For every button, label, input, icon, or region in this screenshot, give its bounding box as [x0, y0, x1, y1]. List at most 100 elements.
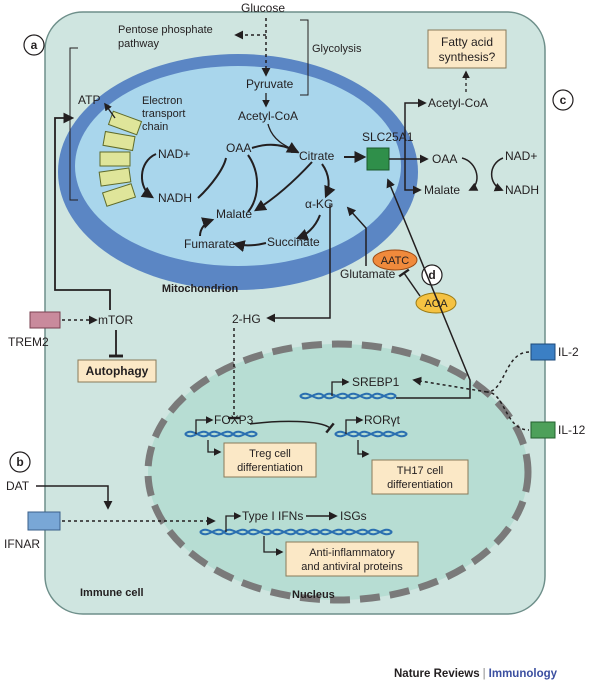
- svg-text:d: d: [428, 268, 435, 282]
- rorgt-dna: [334, 430, 408, 438]
- th17-box: TH17 cell differentiation: [371, 459, 469, 495]
- il2-label: IL-2: [558, 345, 579, 359]
- type1-ifn-label: Type I IFNs: [242, 509, 303, 523]
- panel-c-badge: c: [552, 89, 574, 111]
- foxp3-label: FOXP3: [214, 413, 254, 427]
- journal-section: Immunology: [488, 668, 558, 680]
- oaa-mito-label: OAA: [226, 141, 251, 155]
- two-hg-label: 2-HG: [232, 312, 261, 326]
- trem2-label: TREM2: [8, 335, 49, 349]
- glutamate-to-akg-arrow: [346, 206, 367, 266]
- panel-d-badge: d: [421, 264, 443, 286]
- nadh-cyto-label: NADH: [505, 183, 539, 197]
- il12-receptor: [530, 421, 556, 439]
- bracket-glycolysis: [300, 19, 309, 96]
- etc-label-3: chain: [142, 121, 168, 133]
- to-malate-cyto-arrow: [404, 159, 422, 195]
- citrate-label: Citrate: [299, 149, 335, 163]
- treg-box: Treg cell differentiation: [223, 442, 317, 478]
- svg-text:Anti-inflammatory: Anti-inflammatory: [309, 547, 395, 559]
- journal-credit: Nature Reviews|Immunology: [394, 668, 557, 680]
- glucose-label: Glucose: [241, 1, 285, 15]
- oaa-cyto-label: OAA: [432, 152, 457, 166]
- mtor-to-atp-arrow: [54, 112, 111, 310]
- svg-text:c: c: [560, 93, 567, 107]
- to-acetyl-coa-cyto-arrow: [389, 98, 427, 160]
- etc-label-1: Electron: [142, 95, 182, 107]
- autophagy-box: Autophagy: [77, 359, 157, 383]
- svg-text:TH17 cell: TH17 cell: [397, 465, 443, 477]
- svg-text:b: b: [16, 455, 23, 469]
- svg-text:AOA: AOA: [424, 298, 448, 310]
- oaa-malate-cyto-curve: [461, 157, 479, 191]
- mtor-label: mTOR: [98, 313, 133, 327]
- fumarate-label: Fumarate: [184, 237, 236, 251]
- ifn-to-antiinflam-arrow: [263, 536, 284, 556]
- dat-label: DAT: [6, 479, 30, 493]
- malate-mito-label: Malate: [216, 207, 252, 221]
- journal-name: Nature Reviews: [394, 668, 480, 680]
- akg-label: α-KG: [305, 197, 333, 211]
- slc25a1-transporter: [366, 147, 390, 171]
- il2-receptor: [530, 343, 556, 361]
- foxp3-dna: [184, 430, 258, 438]
- srebp1-promoter-arrow: [331, 378, 350, 396]
- il12-label: IL-12: [558, 423, 586, 437]
- foxp3-promoter-arrow: [195, 416, 214, 434]
- foxp3-inhibits-rorgt: [249, 420, 335, 434]
- svg-text:Autophagy: Autophagy: [86, 364, 149, 378]
- acetyl-coa-cyto-label: Acetyl-CoA: [428, 96, 488, 110]
- bracket-left: [69, 47, 78, 201]
- aoa-inhibits-aatc: [398, 268, 421, 297]
- immune-cell-label: Immune cell: [80, 587, 144, 599]
- tca-cycle: [199, 141, 336, 252]
- glutamate-label: Glutamate: [340, 267, 396, 281]
- svg-text:Treg cell: Treg cell: [249, 448, 291, 460]
- etc-label-2: transport: [142, 108, 185, 120]
- electron-transport-chain: [98, 110, 143, 207]
- srebp1-label: SREBP1: [352, 375, 400, 389]
- rorgt-to-th17-arrow: [357, 440, 370, 458]
- nad-mito-label: NAD+: [158, 147, 190, 161]
- nad-cyto-label: NAD+: [505, 149, 537, 163]
- aoa-inhibitor: AOA: [415, 292, 457, 314]
- svg-text:differentiation: differentiation: [237, 462, 303, 474]
- acetyl-coa-mito-label: Acetyl-CoA: [238, 109, 298, 123]
- nucleus: [144, 340, 532, 604]
- pentose-label-2: pathway: [118, 38, 159, 50]
- dat-to-ifnar-arrow: [36, 485, 113, 510]
- svg-text:a: a: [31, 38, 38, 52]
- rorgt-label: RORγt: [364, 413, 401, 427]
- svg-text:synthesis?: synthesis?: [439, 50, 496, 64]
- srebp1-to-slc25a1-arrow: [386, 178, 471, 399]
- il-converge: [486, 351, 530, 431]
- ifnar-label: IFNAR: [4, 537, 40, 551]
- pentose-label-1: Pentose phosphate: [118, 24, 213, 36]
- ifn-promoter-arrow: [225, 512, 242, 532]
- svg-text:differentiation: differentiation: [387, 479, 453, 491]
- svg-text:and antiviral proteins: and antiviral proteins: [301, 561, 403, 573]
- svg-text:Fatty acid: Fatty acid: [441, 35, 493, 49]
- ifnar-receptor: [27, 511, 61, 531]
- svg-text:AATC: AATC: [381, 255, 410, 267]
- aatc-enzyme: AATC: [372, 249, 418, 271]
- oaa-malate-curve: [197, 157, 227, 199]
- il-to-srebp1-arrow: [412, 376, 488, 393]
- nucleus-label: Nucleus: [292, 589, 335, 601]
- etc-to-atp-arrow: [104, 102, 116, 119]
- trem2-receptor: [29, 311, 61, 329]
- pyruvate-label: Pyruvate: [246, 77, 294, 91]
- nad-nadh-cyto-curve: [490, 157, 504, 192]
- fatty-acid-box: Fatty acid synthesis?: [427, 29, 507, 69]
- atp-label: ATP: [78, 93, 100, 107]
- isgs-label: ISGs: [340, 509, 367, 523]
- akg-to-2hg-arrow: [266, 205, 331, 323]
- srebp1-dna: [299, 392, 397, 400]
- rorgt-promoter-arrow: [345, 416, 364, 434]
- nadh-mito-label: NADH: [158, 191, 192, 205]
- glycolysis-label: Glycolysis: [312, 43, 362, 55]
- panel-a-badge: a: [23, 34, 45, 56]
- antiinflammatory-box: Anti-inflammatory and antiviral proteins: [285, 541, 419, 577]
